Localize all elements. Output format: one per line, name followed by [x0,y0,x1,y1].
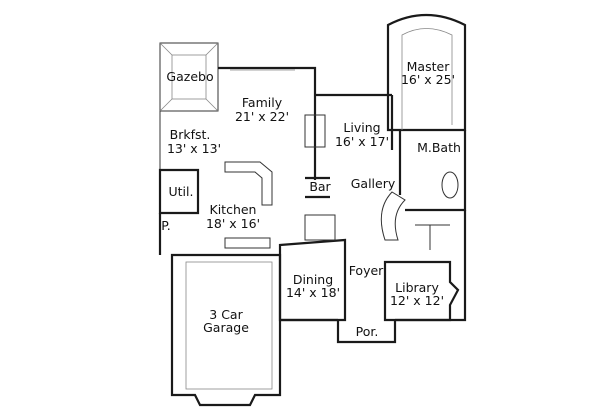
brkfst-label: Brkfst. [170,127,211,142]
foyer-label: Foyer [349,263,384,278]
garage-label: 3 Car [209,307,243,322]
library-label: Library [395,280,439,295]
master-label: Master [407,59,451,74]
brkfst-size: 13' x 13' [167,141,221,156]
util-label: Util. [169,184,194,199]
mbath-label: M.Bath [417,140,461,155]
gazebo-outline [159,42,219,112]
gallery-label: Gallery [351,176,396,191]
kitchen-label: Kitchen [210,202,257,217]
family-label: Family [242,95,283,110]
dining-size: 14' x 18' [286,285,340,300]
library-size: 12' x 12' [390,293,444,308]
living-size: 16' x 17' [335,134,389,149]
walls [158,13,467,407]
kitchen-size: 18' x 16' [206,216,260,231]
porch-label: Por. [356,324,379,339]
garage-label-2: Garage [203,320,249,335]
bar-label: Bar [309,179,331,194]
family-size: 21' x 22' [235,109,289,124]
gazebo-label: Gazebo [166,69,213,84]
living-label: Living [343,120,380,135]
pantry-label: P. [161,218,171,233]
room-labels: Gazebo Family 21' x 22' Brkfst. 13' x 13… [161,59,461,339]
master-size: 16' x 25' [401,72,455,87]
dining-label: Dining [293,272,333,287]
